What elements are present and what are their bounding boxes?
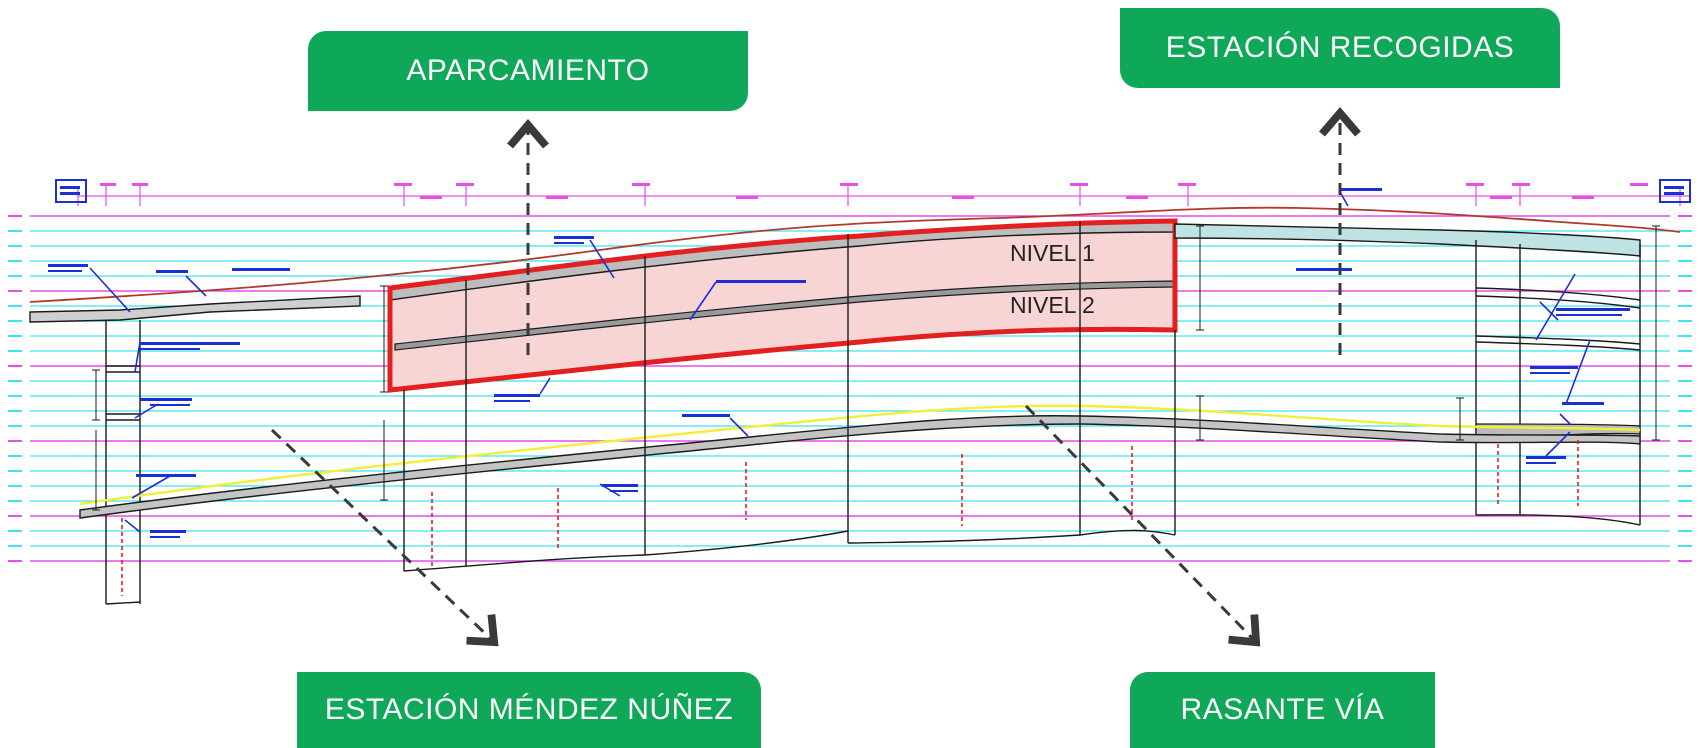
elevation-tick [8,350,22,352]
drawing-title-box-left [55,179,87,203]
level-1-label: NIVEL 1 [1010,240,1095,266]
borehole-markers [121,440,1579,596]
elevation-tick [8,230,22,232]
elevation-tick [8,380,22,382]
recogidas-station-structure [1475,240,1641,526]
elevation-tick [8,515,22,517]
elevation-tick [1678,425,1692,427]
elevation-tick [1678,245,1692,247]
elevation-tick [1678,320,1692,322]
elevation-tick [8,470,22,472]
elevation-tick [1678,305,1692,307]
elevation-tick [8,455,22,457]
elevation-tick [1678,260,1692,262]
elevation-tick [1678,275,1692,277]
elevation-tick [1678,365,1692,367]
elevation-tick [1678,410,1692,412]
elevation-tick [1678,545,1692,547]
elevation-tick [8,530,22,532]
elevation-tick [8,365,22,367]
elevation-tick [8,500,22,502]
elevation-tick [1678,380,1692,382]
elevation-tick [1678,500,1692,502]
elevation-tick [1678,290,1692,292]
elevation-tick [1678,440,1692,442]
elevation-tick [1678,530,1692,532]
elevation-tick [8,290,22,292]
elevation-tick [1678,515,1692,517]
arrow-rasante-via [1024,404,1261,647]
elevation-tick [8,440,22,442]
elevation-tick [8,260,22,262]
station-chainage-marks [100,183,1648,199]
station-dimension-band [77,186,1690,206]
mendez-nunez-shaft [105,320,141,605]
annotation-text-marks [48,188,1630,538]
elevation-tick [8,425,22,427]
elevation-tick [1678,350,1692,352]
elevation-tick [8,335,22,337]
elevation-tick-marks [8,215,1692,562]
elevation-grid [30,215,1670,562]
callout-estacion-mendez-nunez: ESTACIÓN MÉNDEZ NÚÑEZ [297,672,761,748]
elevation-tick [1678,470,1692,472]
vertical-dimension-ticks [92,225,1660,511]
surface-slab-left [29,295,361,323]
elevation-tick [8,560,22,562]
elevation-tick [8,395,22,397]
tunnel-structure [403,222,1176,572]
elevation-tick [8,215,22,217]
elevation-tick [1678,395,1692,397]
elevation-tick [8,275,22,277]
elevation-tick [8,485,22,487]
callout-rasante-via: RASANTE VÍA [1130,672,1435,748]
elevation-tick [8,320,22,322]
elevation-tick [8,410,22,412]
elevation-tick [1678,215,1692,217]
elevation-tick [8,305,22,307]
elevation-tick [1678,560,1692,562]
elevation-tick [8,545,22,547]
pointer-arrows [270,107,1361,647]
elevation-tick [1678,455,1692,457]
callout-estacion-recogidas: ESTACIÓN RECOGIDAS [1120,8,1560,88]
terrain-line [29,206,1681,303]
surface-slab-right [1174,223,1641,257]
elevation-tick [1678,485,1692,487]
elevation-tick [8,245,22,247]
arrow-estacion-mendez-nunez [270,428,499,647]
elevation-tick [1678,230,1692,232]
annotation-leaders [89,191,1591,533]
level-2-label: NIVEL 2 [1010,292,1095,318]
elevation-tick [1678,335,1692,337]
callout-aparcamiento: APARCAMIENTO [308,31,748,111]
tunnel-slab [79,415,1641,519]
drawing-title-box-right [1659,179,1691,203]
rail-gradient-line [79,404,1641,506]
